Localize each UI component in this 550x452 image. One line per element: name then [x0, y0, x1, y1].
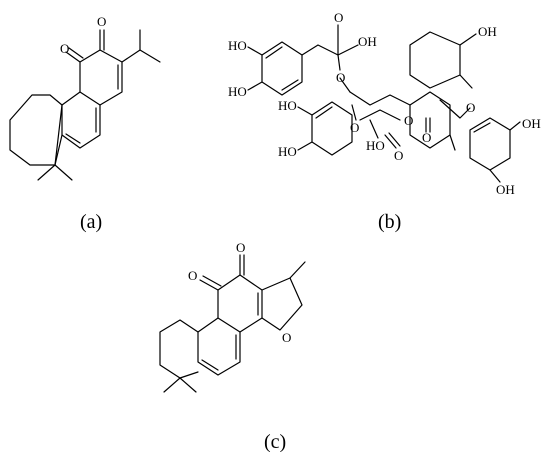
oxygen-label: O	[188, 268, 197, 283]
hydroxyl-label: HO	[228, 84, 247, 99]
oxygen-label: O	[97, 14, 106, 29]
hydroxyl-label: HO	[228, 38, 247, 53]
oxygen-label: O	[236, 240, 245, 255]
hydroxyl-label: HO	[278, 98, 297, 113]
hydroxyl-label: OH	[522, 116, 541, 131]
structure-b: OH O HO HO O O OH O O O HO HO HO O OH OH…	[228, 10, 541, 233]
oxygen-label: O	[350, 120, 359, 135]
oxygen-label: O	[422, 130, 431, 145]
caption-b: (b)	[378, 211, 401, 233]
structure-a: O O (a)	[9, 14, 161, 233]
oxygen-label: O	[404, 113, 413, 128]
oxygen-label: O	[60, 41, 69, 56]
hydroxyl-label: OH	[358, 34, 377, 49]
hydroxyl-label: HO	[278, 144, 297, 159]
hydroxyl-label: OH	[478, 24, 497, 39]
caption-a: (a)	[80, 211, 102, 233]
oxygen-label: O	[394, 148, 403, 163]
oxygen-label: O	[336, 70, 345, 85]
hydroxyl-label: HO	[366, 138, 385, 153]
oxygen-label: O	[334, 10, 343, 25]
oxygen-label: O	[282, 330, 291, 345]
structure-c: O O O (c)	[159, 240, 306, 452]
hydroxyl-label: OH	[496, 182, 515, 197]
oxygen-label: O	[466, 100, 475, 115]
caption-c: (c)	[264, 431, 286, 452]
